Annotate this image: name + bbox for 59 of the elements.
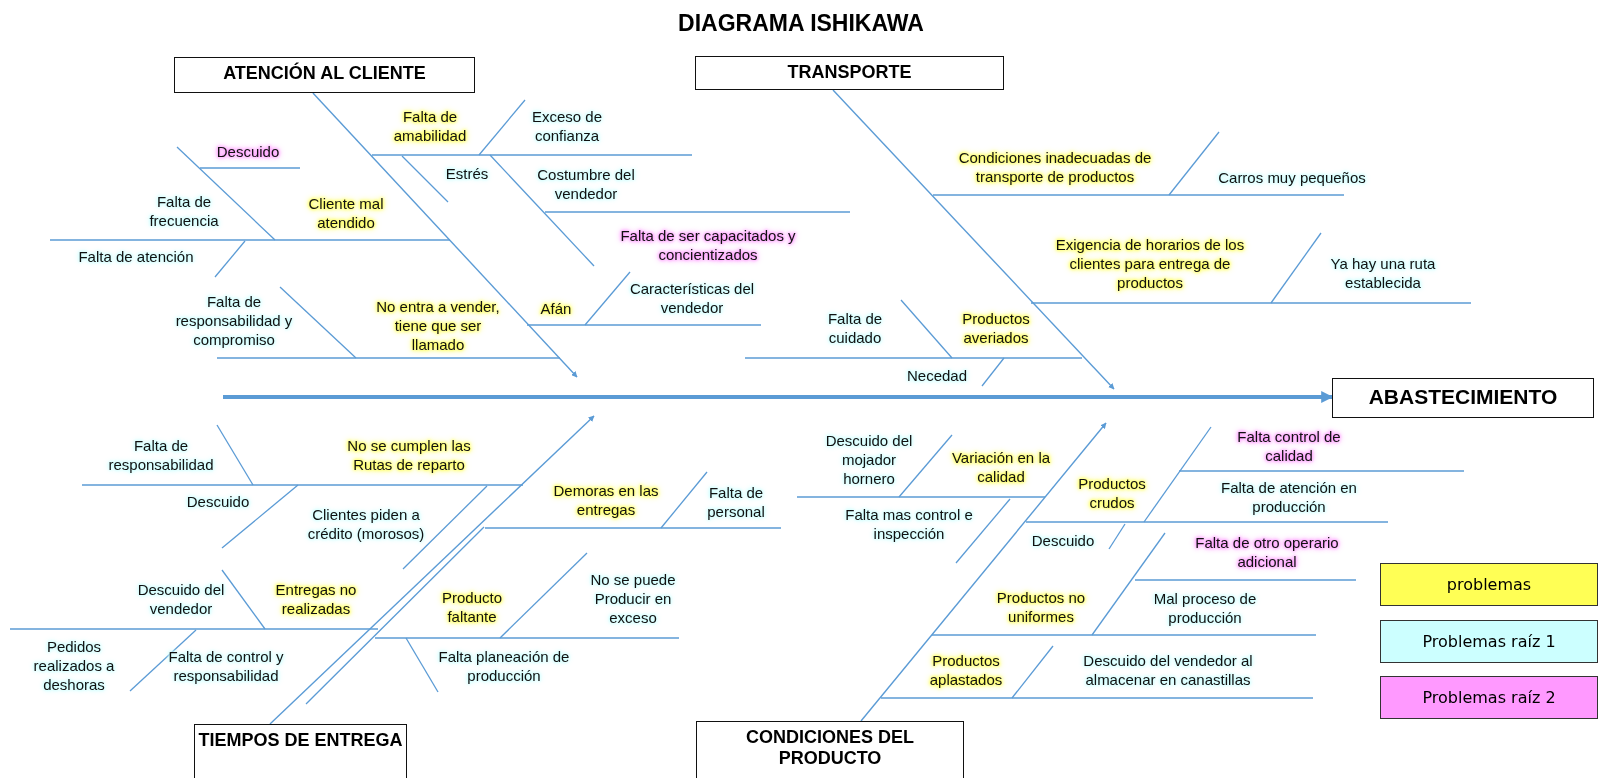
bone-arrow xyxy=(269,415,595,725)
cause-label: Falta control de calidad xyxy=(1236,427,1342,465)
cause-label: Descuido xyxy=(215,141,281,161)
effect-box: ABASTECIMIENTO xyxy=(1332,378,1594,418)
cause-label: Exigencia de horarios de los clientes para entrega de productos xyxy=(1054,234,1246,292)
cause-label: Productos no uniformes xyxy=(995,588,1087,626)
cause-label: Condiciones inadecuadas de transporte de productos xyxy=(957,148,1153,186)
spine-arrow xyxy=(223,391,1334,403)
cause-label: Afán xyxy=(539,298,573,318)
cause-label: Ya hay una ruta establecida xyxy=(1329,254,1437,292)
bone-arrow xyxy=(860,422,1107,722)
cause-label: Falta de atención en producción xyxy=(1220,478,1358,516)
cause-label: No se cumplen las Rutas de reparto xyxy=(346,436,472,474)
cause-label: Falta de atención xyxy=(77,246,195,266)
cause-label: Descuido xyxy=(185,491,251,511)
cause-label: Cliente mal atendido xyxy=(307,194,385,232)
category-box: TRANSPORTE xyxy=(695,56,1004,90)
cause-label: Productos crudos xyxy=(1077,474,1147,512)
category-box: ATENCIÓN AL CLIENTE xyxy=(174,57,475,93)
legend-swatch: Problemas raíz 1 xyxy=(1380,620,1598,663)
cause-label: Necedad xyxy=(905,365,968,385)
cause-label: Descuido del mojador hornero xyxy=(824,430,914,488)
cause-label: Exceso de confianza xyxy=(530,107,603,145)
bone-arrow xyxy=(832,89,1115,390)
cause-label: Descuido xyxy=(1030,530,1096,550)
cause-label: Estrés xyxy=(444,163,490,183)
cause-label: Falta mas control e inspección xyxy=(844,505,974,543)
cause-label: Falta de frecuencia xyxy=(148,192,220,230)
category-box: TIEMPOS DE ENTREGA xyxy=(194,724,407,778)
cause-label: Demoras en las entregas xyxy=(552,481,660,519)
cause-label: Falta de personal xyxy=(706,483,766,521)
cause-label: Pedidos realizados a deshoras xyxy=(32,636,116,694)
cause-label: Falta de amabilidad xyxy=(392,107,468,145)
cause-label: Carros muy pequeños xyxy=(1217,167,1367,187)
cause-label: Clientes piden a crédito (morosos) xyxy=(306,505,426,543)
legend-swatch: Problemas raíz 2 xyxy=(1380,676,1598,719)
cause-label: Falta de responsabilidad xyxy=(107,436,215,474)
cause-label: Falta de ser capacitados y concientizados xyxy=(619,226,797,264)
cause-label: Costumbre del vendedor xyxy=(536,165,636,203)
cause-label: Falta de control y responsabilidad xyxy=(167,647,285,685)
cause-label: Descuido del vendedor xyxy=(136,580,226,618)
cause-label: Falta de cuidado xyxy=(826,309,884,347)
cause-label: Producto faltante xyxy=(440,588,503,626)
cause-label: Productos aplastados xyxy=(928,651,1004,689)
cause-label: Falta de otro operario adicional xyxy=(1194,533,1340,571)
cause-label: Entregas no realizadas xyxy=(274,580,358,618)
cause-label: No entra a vender, tiene que ser llamado xyxy=(375,296,501,354)
cause-label: Falta de responsabilidad y compromiso xyxy=(174,291,294,349)
cause-label: Variación en la calidad xyxy=(950,448,1052,486)
cause-label: Descuido del vendedor al almacenar en canastillas xyxy=(1082,651,1254,689)
legend-swatch: problemas xyxy=(1380,563,1598,606)
category-box: CONDICIONES DEL PRODUCTO xyxy=(696,721,964,778)
cause-label: Falta planeación de producción xyxy=(437,647,571,685)
diagram-title: DIAGRAMA ISHIKAWA xyxy=(677,10,925,37)
cause-label: Características del vendedor xyxy=(628,279,756,317)
cause-label: No se puede Producir en exceso xyxy=(589,569,677,627)
bone-arrow xyxy=(312,92,578,378)
cause-label: Mal proceso de producción xyxy=(1152,589,1258,627)
cause-label: Productos averiados xyxy=(961,309,1031,347)
